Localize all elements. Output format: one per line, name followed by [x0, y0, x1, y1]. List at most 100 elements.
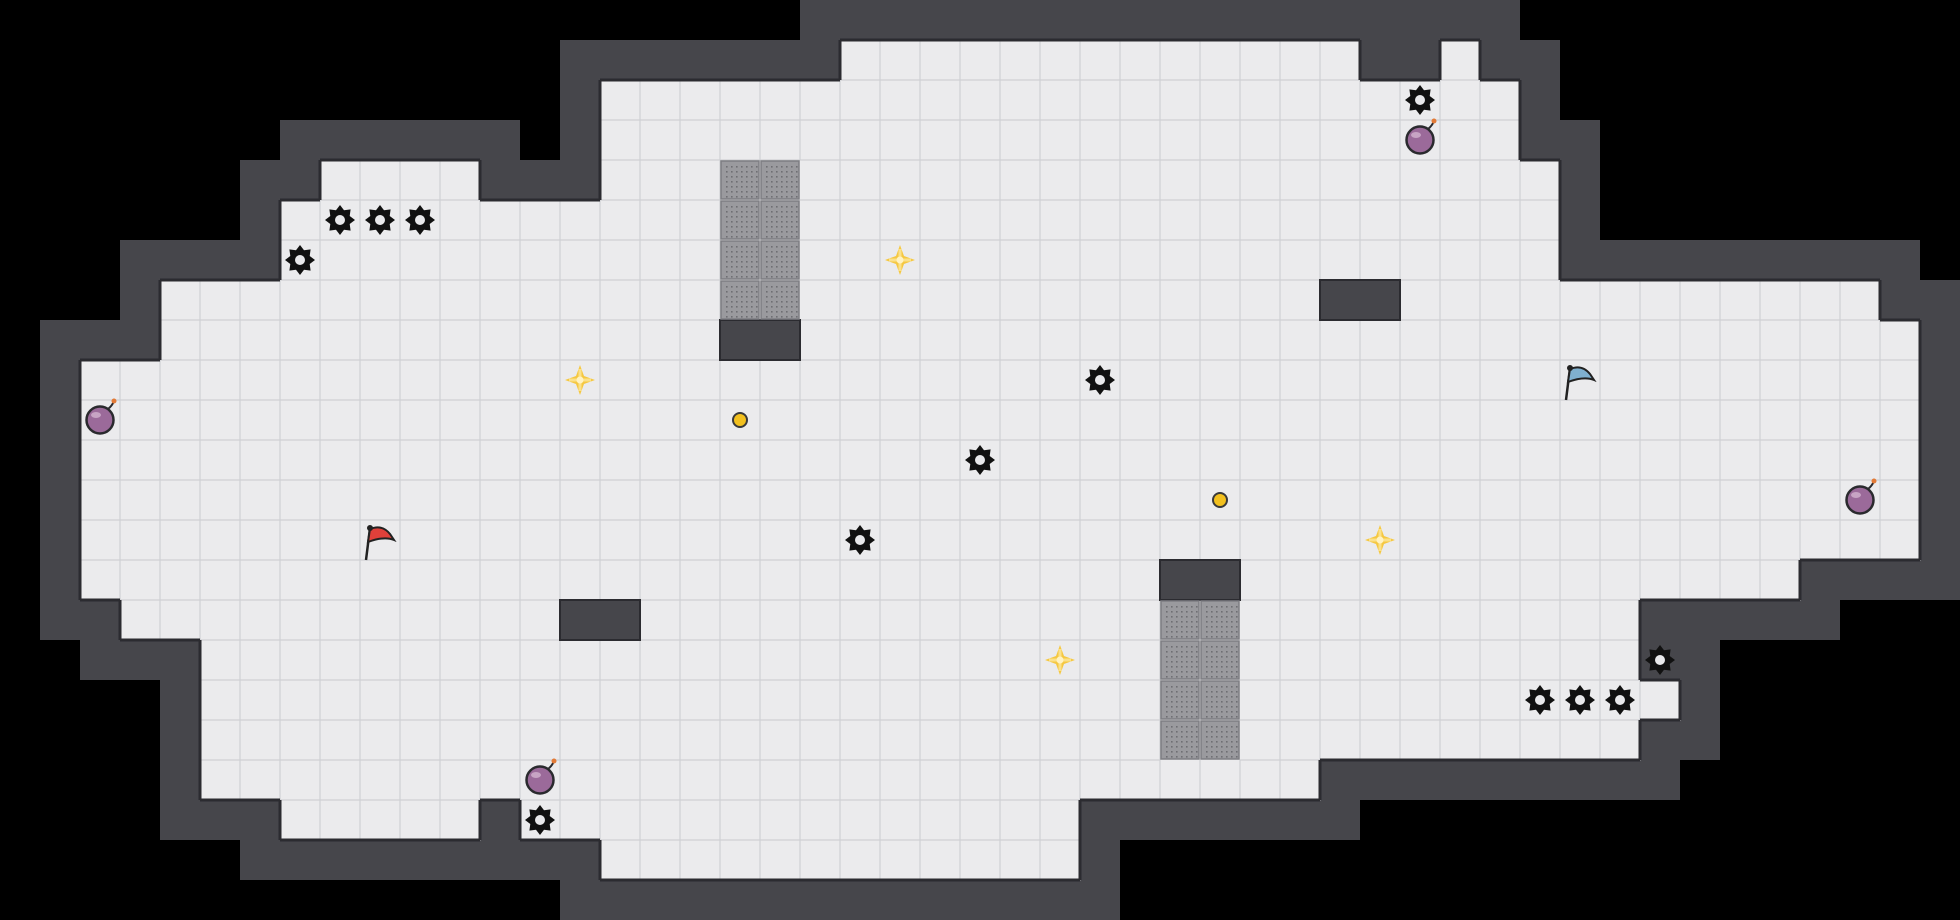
- floor-tile: [640, 480, 681, 521]
- wall-tile: [1320, 0, 1360, 40]
- floor-tile: [1360, 720, 1401, 761]
- floor-tile: [1120, 80, 1161, 121]
- wall-tile: [1920, 320, 1960, 360]
- floor-tile: [280, 320, 321, 361]
- floor-tile: [80, 520, 121, 561]
- floor-tile: [880, 720, 921, 761]
- wall-tile: [1520, 120, 1560, 160]
- floor-tile: [360, 320, 401, 361]
- floor-tile: [400, 360, 441, 401]
- floor-tile: [760, 640, 801, 681]
- floor-tile: [520, 480, 561, 521]
- floor-tile: [720, 800, 761, 841]
- grate-tile: [720, 160, 760, 200]
- floor-tile: [840, 440, 881, 481]
- floor-tile: [600, 160, 641, 201]
- floor-tile: [1120, 720, 1161, 761]
- floor-tile: [1160, 320, 1201, 361]
- wall-tile: [480, 800, 520, 840]
- floor-tile: [1080, 160, 1121, 201]
- floor-tile: [1880, 480, 1921, 521]
- sawblade-icon: [285, 245, 315, 275]
- floor-tile: [360, 560, 401, 601]
- wall-tile: [1360, 0, 1400, 40]
- wall-tile: [160, 760, 200, 800]
- floor-tile: [160, 440, 201, 481]
- floor-tile: [1120, 440, 1161, 481]
- wall-tile: [760, 880, 800, 920]
- floor-tile: [280, 200, 321, 241]
- floor-tile: [1120, 240, 1161, 281]
- wall-tile: [40, 520, 80, 560]
- wall-tile: [40, 400, 80, 440]
- floor-tile: [1080, 200, 1121, 241]
- floor-tile: [720, 440, 761, 481]
- floor-tile: [320, 440, 361, 481]
- floor-tile: [480, 400, 521, 441]
- wall-edge: [78, 38, 1922, 882]
- floor-tile: [1280, 480, 1321, 521]
- floor-tile: [960, 200, 1001, 241]
- floor-tile: [1400, 640, 1441, 681]
- floor-tile: [240, 600, 281, 641]
- floor-tile: [600, 360, 641, 401]
- floor-tile: [760, 680, 801, 721]
- floor-tile: [1760, 400, 1801, 441]
- floor-tile: [1400, 320, 1441, 361]
- wall-tile: [1040, 880, 1080, 920]
- floor-tile: [1160, 440, 1201, 481]
- floor-tile: [1720, 320, 1761, 361]
- floor-tile: [880, 400, 921, 441]
- floor-tile: [1760, 440, 1801, 481]
- floor-tile: [640, 440, 681, 481]
- floor-tile: [1440, 160, 1481, 201]
- floor-tile: [1120, 120, 1161, 161]
- floor-tile: [600, 640, 641, 681]
- floor-tile: [1480, 520, 1521, 561]
- floor-tile: [360, 160, 401, 201]
- floor-tile: [1440, 80, 1481, 121]
- gold-sparkle-icon: [885, 245, 915, 275]
- gold-sparkle-icon: [1365, 525, 1395, 555]
- wall-tile: [160, 640, 200, 680]
- floor-tile: [280, 360, 321, 401]
- floor-tile: [920, 800, 961, 841]
- floor-tile: [320, 600, 361, 641]
- floor-tile: [120, 440, 161, 481]
- floor-tile: [1520, 240, 1561, 281]
- floor-tile: [480, 640, 521, 681]
- floor-tile: [240, 320, 281, 361]
- floor-tile: [1760, 480, 1801, 521]
- floor-tile: [800, 560, 841, 601]
- floor-tile: [1200, 400, 1241, 441]
- sawblade-icon: [1565, 685, 1595, 715]
- floor-tile: [1360, 160, 1401, 201]
- floor-tile: [640, 120, 681, 161]
- floor-tile: [1080, 600, 1121, 641]
- wall-tile: [80, 600, 120, 640]
- floor-tile: [840, 840, 881, 881]
- floor-tile: [1720, 520, 1761, 561]
- floor-tile: [1120, 400, 1161, 441]
- red-flag-icon: [364, 525, 397, 561]
- floor-tile: [480, 440, 521, 481]
- wall-tile: [640, 40, 680, 80]
- wall-tile: [440, 840, 480, 880]
- floor-tile: [120, 600, 161, 641]
- floor-tile: [1480, 200, 1521, 241]
- floor-tile: [600, 840, 641, 881]
- wall-tile: [440, 120, 480, 160]
- floor-tile: [880, 440, 921, 481]
- floor-tile: [600, 280, 641, 321]
- floor-tile: [1040, 80, 1081, 121]
- floor-tile: [440, 280, 481, 321]
- floor-tile: [1160, 480, 1201, 521]
- wall-tile: [880, 0, 920, 40]
- floor-tile: [840, 560, 881, 601]
- floor-tile: [1080, 560, 1121, 601]
- floor-tile: [1440, 400, 1481, 441]
- floor-tile: [1600, 560, 1641, 601]
- floor-tile: [640, 160, 681, 201]
- floor-tile: [760, 440, 801, 481]
